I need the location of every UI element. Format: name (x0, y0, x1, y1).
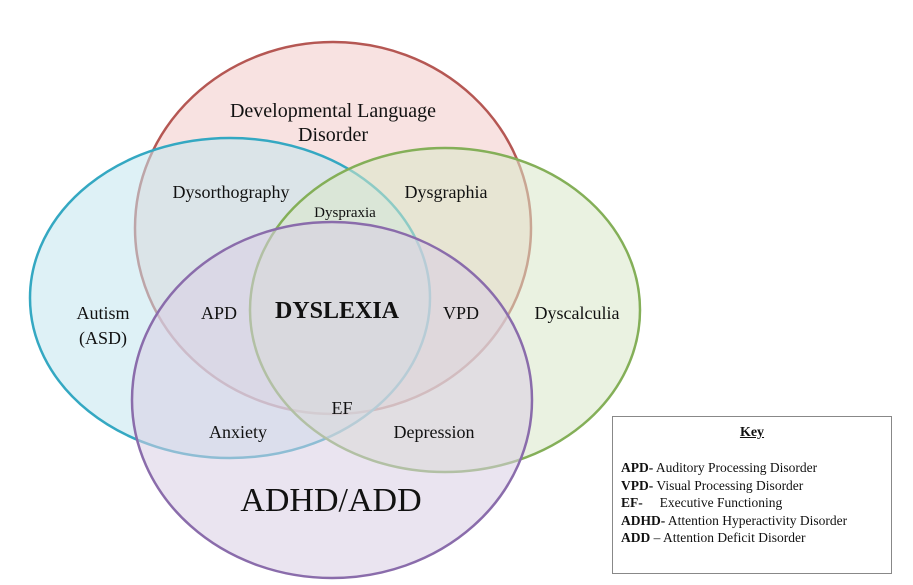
key-item: APD- Auditory Processing Disorder (621, 459, 847, 477)
dysorthography-label: Dysorthography (173, 182, 290, 202)
key-legend: Key APD- Auditory Processing Disorder VP… (612, 416, 892, 574)
dysgraphia-label: Dysgraphia (405, 182, 488, 202)
depression-label: Depression (394, 422, 475, 442)
key-term: ADHD- (621, 512, 666, 528)
key-term: VPD- (621, 477, 654, 493)
dyscalculia-label: Dyscalculia (535, 303, 620, 323)
key-list: APD- Auditory Processing Disorder VPD- V… (621, 459, 847, 547)
key-item: ADHD- Attention Hyperactivity Disorder (621, 512, 847, 530)
dld-label-line-1: Developmental Language (230, 100, 436, 122)
ef-label: EF (331, 398, 352, 418)
apd-label: APD (201, 303, 237, 323)
vpd-label: VPD (443, 303, 479, 323)
key-definition: – Attention Deficit Disorder (650, 530, 806, 545)
dld-label-line-2: Disorder (298, 124, 368, 146)
key-item: ADD – Attention Deficit Disorder (621, 529, 847, 547)
key-term: APD- (621, 460, 654, 475)
adhd-circle (130, 220, 534, 580)
key-definition: Executive Functioning (642, 495, 783, 510)
autism-label-line-1: Autism (76, 303, 129, 323)
key-term: EF- (621, 495, 643, 510)
autism-label-line-2: (ASD) (79, 328, 127, 349)
anxiety-label: Anxiety (209, 422, 267, 442)
key-item: VPD- Visual Processing Disorder (621, 477, 847, 495)
key-definition: Visual Processing Disorder (653, 477, 804, 493)
key-definition: Auditory Processing Disorder (653, 460, 818, 475)
dyspraxia-label: Dyspraxia (314, 205, 376, 221)
dyslexia-label: DYSLEXIA (275, 298, 400, 324)
key-definition: Attention Hyperactivity Disorder (665, 512, 848, 528)
key-term: ADD (621, 530, 651, 545)
adhd-label: ADHD/ADD (240, 482, 421, 519)
key-item: EF- Executive Functioning (621, 494, 847, 512)
key-title: Key (739, 425, 765, 440)
